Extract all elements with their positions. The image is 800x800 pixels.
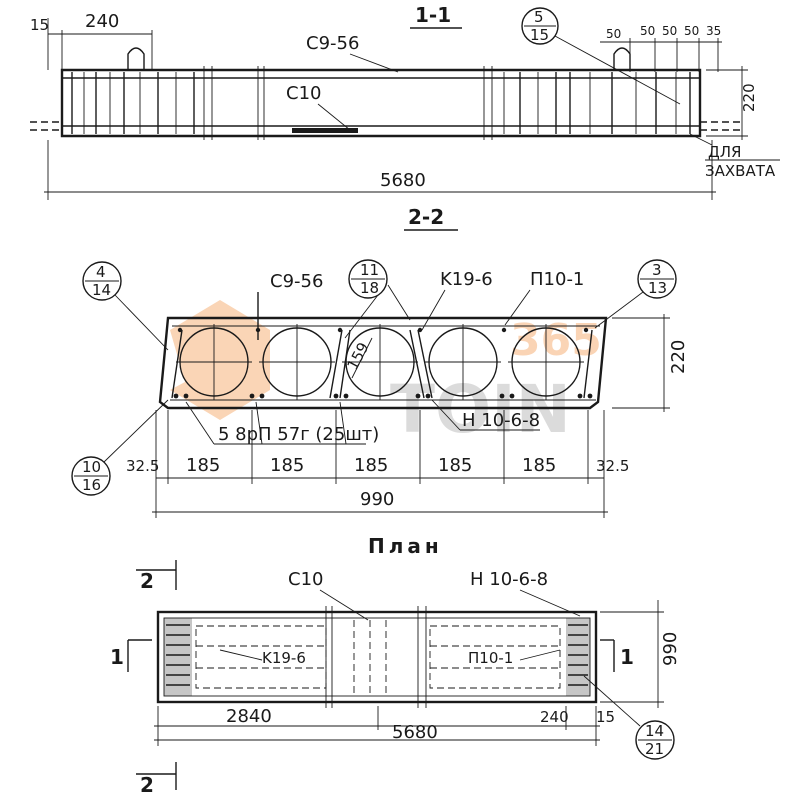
cage-k19-left	[329, 329, 351, 399]
rebar-dots	[173, 327, 593, 399]
break-mark-1	[203, 66, 213, 140]
callout-10-16	[71, 456, 111, 496]
dim-32-5-left: 32.5	[126, 457, 159, 475]
lifting-loop-right	[613, 47, 631, 70]
label-k19-6-plan: K19-6	[262, 649, 306, 667]
dim-990-section: 990	[360, 489, 394, 510]
slab-plan-outline	[156, 610, 598, 704]
dim-240-top: 240	[85, 11, 119, 32]
callout-5-15	[521, 7, 559, 45]
callout-4-14-bottom: 14	[92, 281, 111, 299]
dim-15-top: 15	[30, 16, 49, 34]
section-2-2-title: 2-2	[408, 205, 444, 229]
dim-50-b: 50	[640, 24, 655, 38]
dim-220-elevation: 220	[740, 83, 758, 112]
cage-k19-right	[409, 329, 433, 399]
dim-5680-plan: 5680	[392, 722, 438, 743]
label-n10-6-8-plan: Н 10-6-8	[470, 569, 548, 590]
mesh-c10-elevation	[292, 128, 358, 133]
break-mark-2	[257, 66, 265, 140]
end-hatching-right	[566, 618, 590, 696]
plan-title: План	[368, 534, 443, 558]
callout-14-21-top: 14	[645, 722, 664, 740]
label-p10-1-plan: П10-1	[468, 649, 513, 667]
callout-3-13-bottom: 13	[648, 279, 667, 297]
watermark-number: 365	[510, 315, 602, 366]
callout-5-15-top: 5	[534, 8, 544, 26]
dim-185-1: 185	[186, 455, 220, 476]
label-rebar-5vrp: 5 8рП 57г (25шт)	[218, 424, 379, 445]
callout-3-13	[637, 259, 677, 299]
lifting-loop-left	[127, 47, 145, 70]
rebar-cage-right	[503, 72, 691, 134]
voids	[176, 324, 584, 400]
section-2-2: 2-2 4 14 C9-56 11 18 K19-6 П10-1 3 13	[71, 205, 689, 518]
dim-185-5: 185	[522, 455, 556, 476]
section-1-1-title: 1-1	[415, 3, 451, 27]
section-mark-2-bottom: 2	[140, 773, 154, 797]
break-mark-3	[483, 66, 493, 140]
callout-10-16-bottom: 16	[82, 476, 101, 494]
note-dlya: ДЛЯ	[708, 143, 741, 161]
dim-35: 35	[706, 24, 721, 38]
dim-5680-elevation: 5680	[380, 170, 426, 191]
dim-185-2: 185	[270, 455, 304, 476]
label-p10-1-section: П10-1	[530, 269, 584, 290]
dim-220-section: 220	[668, 340, 689, 374]
cage-p10-plan	[429, 625, 561, 689]
callout-4-14-top: 4	[96, 263, 106, 281]
callout-5-15-bottom: 15	[530, 26, 549, 44]
callout-11-18	[348, 259, 388, 299]
callout-10-16-top: 10	[82, 458, 101, 476]
label-c9-56-top: C9-56	[306, 33, 359, 54]
dim-15-plan: 15	[596, 708, 615, 726]
dim-50-c: 50	[662, 24, 677, 38]
side-mark-1-right: 1	[620, 645, 634, 669]
dim-32-5-right: 32.5	[596, 457, 629, 475]
label-n10-6-8-section: Н 10-6-8	[462, 410, 540, 431]
dim-2840-plan: 2840	[226, 706, 272, 727]
dim-50-a: 50	[606, 27, 621, 41]
callout-4-14	[82, 261, 122, 301]
callout-14-21-bottom: 21	[645, 740, 664, 758]
end-hatching-left	[164, 618, 192, 696]
slab-cross-section-outline	[158, 316, 608, 410]
callout-11-18-top: 11	[360, 261, 379, 279]
callout-14-21	[635, 720, 675, 760]
dim-240-plan: 240	[540, 708, 569, 726]
dim-185-3: 185	[354, 455, 388, 476]
side-mark-1-left: 1	[110, 645, 124, 669]
cage-k19-plan	[195, 625, 327, 689]
slab-elevation-outline	[60, 68, 702, 138]
section-1-1: 1-1 15 240 C9-56 5 15 50 50 50 50 35	[30, 3, 780, 200]
plan-view: План 2 2 C10 Н 10-6-8	[110, 534, 681, 797]
rebar-cage-left	[71, 72, 195, 134]
label-c10-plan: C10	[288, 569, 323, 590]
dim-990-plan: 990	[660, 632, 681, 666]
label-k19-6-section: K19-6	[440, 269, 493, 290]
dim-185-4: 185	[438, 455, 472, 476]
callout-11-18-bottom: 18	[360, 279, 379, 297]
dim-50-d: 50	[684, 24, 699, 38]
label-c9-56-section: C9-56	[270, 271, 323, 292]
leader-c10	[317, 103, 351, 131]
callout-3-13-top: 3	[652, 261, 662, 279]
note-zakhvata: ЗАХВАТА	[705, 162, 776, 180]
label-c10-top: C10	[286, 83, 321, 104]
section-mark-2-top: 2	[140, 569, 154, 593]
